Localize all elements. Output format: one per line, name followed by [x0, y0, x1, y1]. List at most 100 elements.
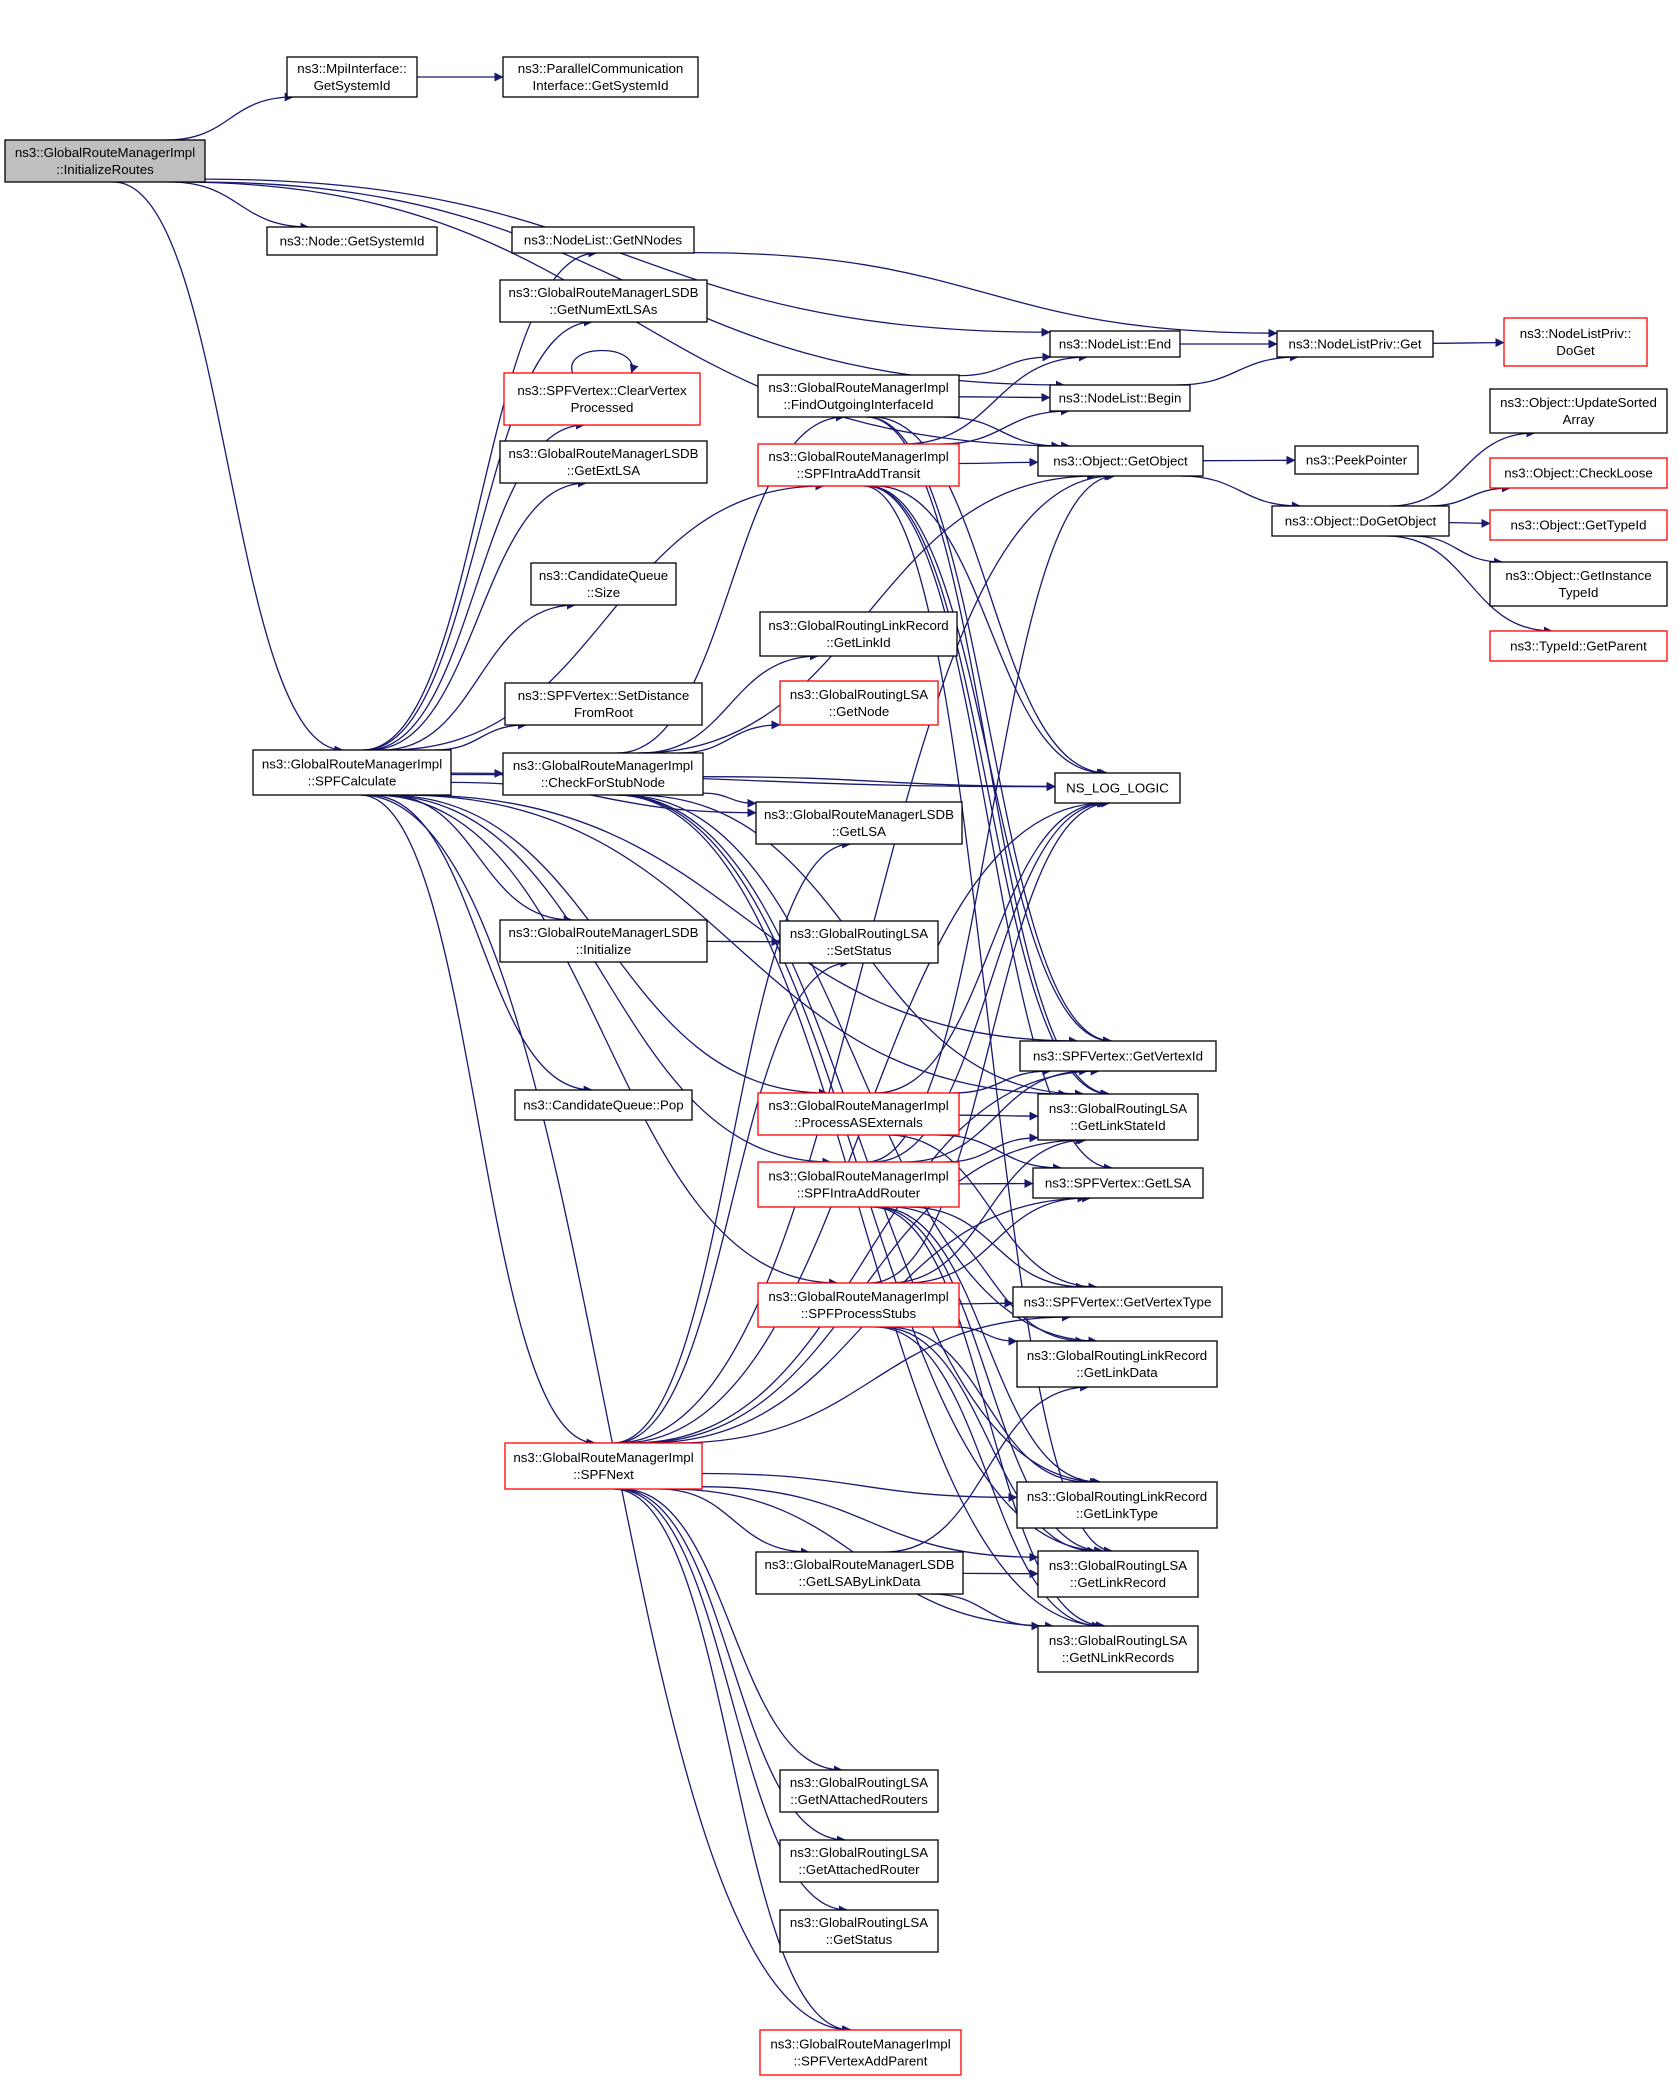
node-addrouter[interactable]: ns3::GlobalRouteManagerImpl::SPFIntraAdd…	[757, 1161, 960, 1208]
call-edge	[621, 794, 1098, 1346]
node-label: ns3::GlobalRouteManagerImpl	[513, 758, 693, 773]
node-getextlsa[interactable]: ns3::GlobalRouteManagerLSDB::GetExtLSA	[499, 440, 708, 484]
node-label: ::GetLinkRecord	[1070, 1575, 1166, 1590]
node-label: ns3::GlobalRoutingLSA	[790, 1845, 928, 1860]
node-getattached[interactable]: ns3::GlobalRoutingLSA::GetAttachedRouter	[779, 1839, 939, 1883]
edge-procstubs-to-vgetlsa	[905, 1193, 1087, 1284]
node-cqpop[interactable]: ns3::CandidateQueue::Pop	[514, 1089, 693, 1121]
edge-addtransit-to-nlbegin	[940, 406, 1070, 445]
node-procstubs[interactable]: ns3::GlobalRouteManagerImpl::SPFProcessS…	[757, 1282, 960, 1328]
call-edge	[905, 1193, 1087, 1284]
node-label: GetSystemId	[314, 78, 391, 93]
node-label: ns3::GlobalRoutingLSA	[790, 1915, 928, 1930]
node-label: ::GetLinkData	[1076, 1365, 1158, 1380]
node-vertexid[interactable]: ns3::SPFVertex::GetVertexId	[1019, 1040, 1217, 1072]
node-label: TypeId	[1559, 585, 1599, 600]
node-box	[755, 1551, 964, 1595]
node-peek[interactable]: ns3::PeekPointer	[1294, 445, 1419, 475]
node-lsdbinit[interactable]: ns3::GlobalRouteManagerLSDB::Initialize	[499, 919, 708, 963]
node-checkloose[interactable]: ns3::Object::CheckLoose	[1489, 457, 1668, 489]
call-edge	[389, 481, 825, 751]
node-procase[interactable]: ns3::GlobalRouteManagerImpl::ProcessASEx…	[757, 1092, 960, 1136]
call-edge	[1386, 535, 1553, 636]
node-nlpdoget[interactable]: ns3::NodeListPriv::DoGet	[1503, 317, 1648, 367]
edge-procstubs-to-linkdata	[954, 1326, 1018, 1346]
node-box	[759, 2029, 962, 2076]
node-gettypeid[interactable]: ns3::Object::GetTypeId	[1489, 509, 1668, 541]
node-box	[504, 682, 703, 726]
node-nodesys[interactable]: ns3::Node::GetSystemId	[266, 226, 438, 256]
node-box	[1276, 330, 1434, 358]
edge-spfcalc-to-addtransit	[389, 481, 825, 751]
node-label: ns3::GlobalRouteManagerLSDB	[509, 285, 699, 300]
node-getnumext[interactable]: ns3::GlobalRouteManagerLSDB::GetNumExtLS…	[499, 279, 708, 323]
node-addtransit[interactable]: ns3::GlobalRouteManagerImpl::SPFIntraAdd…	[757, 443, 960, 487]
call-edge	[363, 317, 593, 751]
node-addparent[interactable]: ns3::GlobalRouteManagerImpl::SPFVertexAd…	[759, 2029, 962, 2076]
node-spfcalc[interactable]: ns3::GlobalRouteManagerImpl::SPFCalculat…	[252, 749, 452, 796]
edge-procstubs-to-linkrecord	[879, 1326, 1097, 1556]
node-linktype[interactable]: ns3::GlobalRoutingLinkRecord::GetLinkTyp…	[1016, 1481, 1218, 1529]
node-getobject[interactable]: ns3::Object::GetObject	[1037, 445, 1204, 477]
node-nslog[interactable]: NS_LOG_LOGIC	[1054, 772, 1181, 804]
edge-procstubs-to-vtype	[958, 1298, 1014, 1308]
node-vgetlsa[interactable]: ns3::SPFVertex::GetLSA	[1032, 1167, 1204, 1199]
call-edge	[621, 1488, 843, 1775]
node-box	[1294, 445, 1419, 475]
node-label: ::SPFProcessStubs	[801, 1306, 917, 1321]
node-init[interactable]: ns3::GlobalRouteManagerImpl::InitializeR…	[4, 139, 206, 183]
node-getlinkid[interactable]: ns3::GlobalRoutingLinkRecord::GetLinkId	[759, 611, 958, 657]
edge-addtransit-to-nslog	[875, 485, 1106, 778]
call-edge	[1432, 338, 1505, 348]
edge-procstubs-to-linktype	[886, 1326, 1088, 1487]
node-linkrecord[interactable]: ns3::GlobalRoutingLSA::GetLinkRecord	[1037, 1550, 1199, 1598]
node-box	[779, 680, 939, 726]
node-getparent[interactable]: ns3::TypeId::GetParent	[1489, 630, 1668, 662]
call-edge	[360, 794, 596, 1448]
call-edge	[1390, 428, 1536, 507]
node-nlpget[interactable]: ns3::NodeListPriv::Get	[1276, 330, 1434, 358]
node-checkstub[interactable]: ns3::GlobalRouteManagerImpl::CheckForStu…	[502, 752, 704, 796]
call-edge	[379, 794, 832, 1167]
node-nlbegin[interactable]: ns3::NodeList::Begin	[1049, 384, 1191, 412]
edge-init-to-nodesys	[169, 181, 310, 232]
node-pci[interactable]: ns3::ParallelCommunicationInterface::Get…	[502, 56, 699, 98]
node-linkdata[interactable]: ns3::GlobalRoutingLinkRecord::GetLinkDat…	[1016, 1340, 1218, 1388]
node-dogetobject[interactable]: ns3::Object::DoGetObject	[1271, 505, 1450, 537]
node-getnattached[interactable]: ns3::GlobalRoutingLSA::GetNAttachedRoute…	[779, 1769, 939, 1813]
node-box	[1037, 1093, 1199, 1141]
node-label: ::GetNLinkRecords	[1062, 1650, 1175, 1665]
edge-procstubs-to-nlinkrecords	[875, 1326, 1102, 1631]
node-lsdbgetlsa[interactable]: ns3::GlobalRouteManagerLSDB::GetLSA	[755, 801, 963, 845]
call-edge	[618, 1488, 846, 1845]
node-nlinkrecords[interactable]: ns3::GlobalRoutingLSA::GetNLinkRecords	[1037, 1625, 1199, 1673]
call-edge	[612, 839, 852, 1444]
node-box	[757, 374, 960, 418]
node-cqsize[interactable]: ns3::CandidateQueue::Size	[530, 562, 677, 606]
edge-procstubs-to-nslog	[869, 798, 1111, 1284]
node-findout[interactable]: ns3::GlobalRouteManagerImpl::FindOutgoin…	[757, 374, 960, 418]
node-mpi[interactable]: ns3::MpiInterface::GetSystemId	[286, 56, 418, 98]
edge-spfcalc-to-addparent	[360, 794, 853, 2035]
node-lsabylink[interactable]: ns3::GlobalRouteManagerLSDB::GetLSAByLin…	[755, 1551, 964, 1595]
node-linkstateid[interactable]: ns3::GlobalRoutingLSA::GetLinkStateId	[1037, 1093, 1199, 1141]
edge-getnnodes-to-nlpget	[693, 251, 1278, 338]
node-getstatus[interactable]: ns3::GlobalRoutingLSA::GetStatus	[779, 1909, 939, 1953]
node-lsagetnode[interactable]: ns3::GlobalRoutingLSA::GetNode	[779, 680, 939, 726]
edge-addtransit-to-getobject	[958, 457, 1039, 467]
edge-spfcalc-to-setdist	[434, 720, 527, 751]
call-edge	[370, 478, 587, 751]
node-spfnext[interactable]: ns3::GlobalRouteManagerImpl::SPFNext	[504, 1442, 703, 1490]
node-getnnodes[interactable]: ns3::NodeList::GetNNodes	[511, 226, 695, 254]
node-nlend[interactable]: ns3::NodeList::End	[1049, 330, 1181, 358]
node-label: ns3::PeekPointer	[1306, 453, 1408, 468]
node-label: ::GetLinkType	[1076, 1506, 1158, 1521]
call-edge	[940, 406, 1070, 445]
node-vtype[interactable]: ns3::SPFVertex::GetVertexType	[1012, 1286, 1223, 1318]
call-edge	[632, 1066, 1100, 1444]
node-setstatus[interactable]: ns3::GlobalRoutingLSA::SetStatus	[779, 920, 939, 964]
